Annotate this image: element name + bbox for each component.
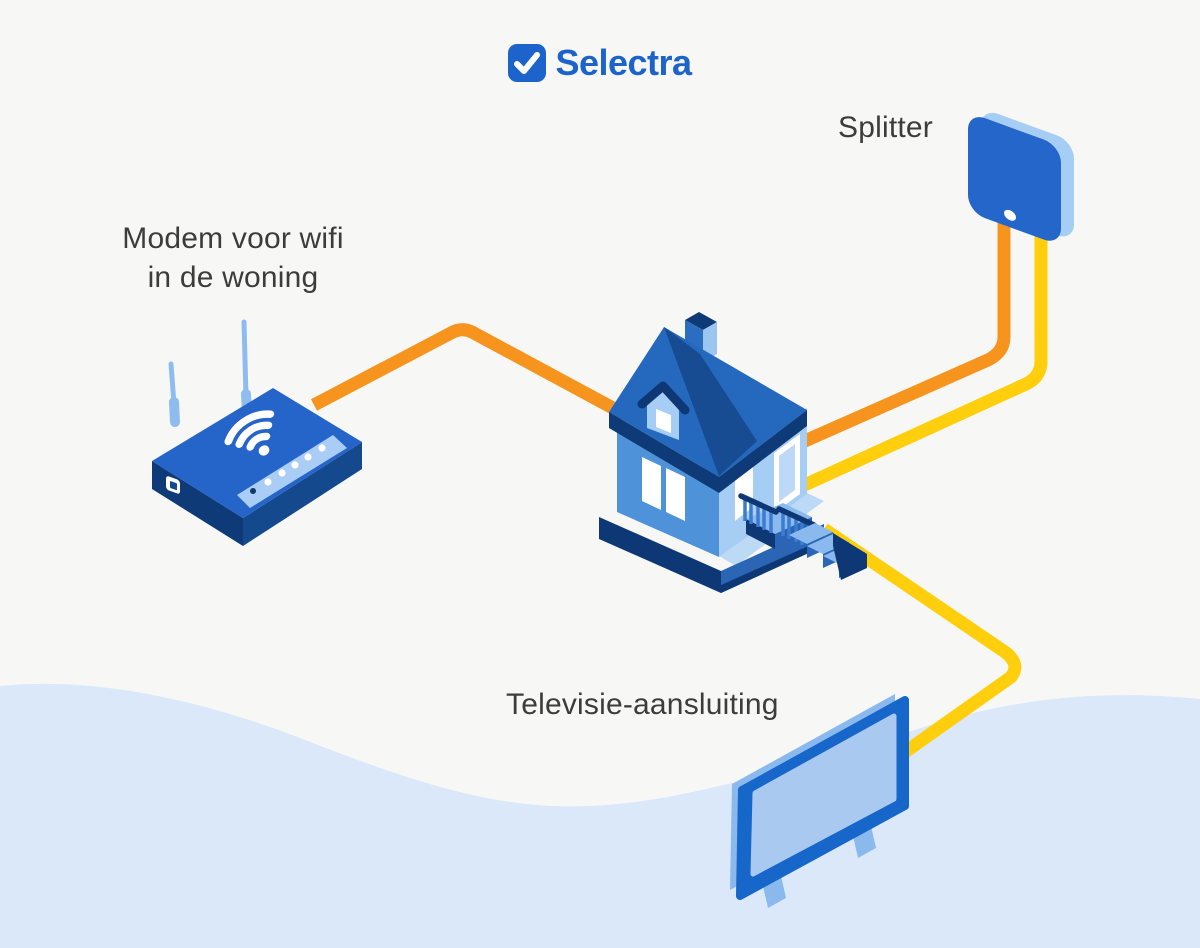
splitter-illustration [968,112,1074,241]
brand-name: Selectra [555,42,692,83]
house-illustration [599,312,867,593]
modem-label-line2: in de woning [147,261,319,294]
wifi-icon [224,410,275,456]
tv-illustration [730,694,909,908]
house-small-window [735,466,753,521]
house-stairs [738,493,867,580]
house-dormer [637,381,690,440]
modem-illustration [152,319,362,546]
tv-cable-lower-segment [820,523,1022,763]
modem-cable-left-segment [310,323,628,420]
house-roof [609,327,807,493]
modem-label-line1: Modem voor wifi [122,222,344,255]
modem-port [166,476,180,494]
modem-cable-right-segment [795,222,1011,450]
modem-label: Modem voor wifi in de woning [83,219,383,297]
tv-label: Televisie-aansluiting [506,688,779,721]
modem-led-strip [237,435,347,508]
splitter-label: Splitter [838,111,933,144]
house-base-front-left [599,517,721,593]
modem-led-dots [250,444,326,494]
modem-antennas [168,319,252,427]
modem-front-right-face [243,442,362,546]
cables [310,222,1048,763]
house-window-pane [666,468,685,521]
tv-cable-upper-segment [795,226,1048,494]
splitter-led-dot [1004,209,1016,221]
selectra-logo: Selectra [0,44,1200,82]
house-base-front-right-shadow [721,539,824,593]
house-door-panel [779,444,795,502]
modem-top-face [152,388,362,518]
house-window-pane [642,457,661,510]
selectra-logo-check-icon [508,44,547,82]
tv-screen [750,713,897,877]
